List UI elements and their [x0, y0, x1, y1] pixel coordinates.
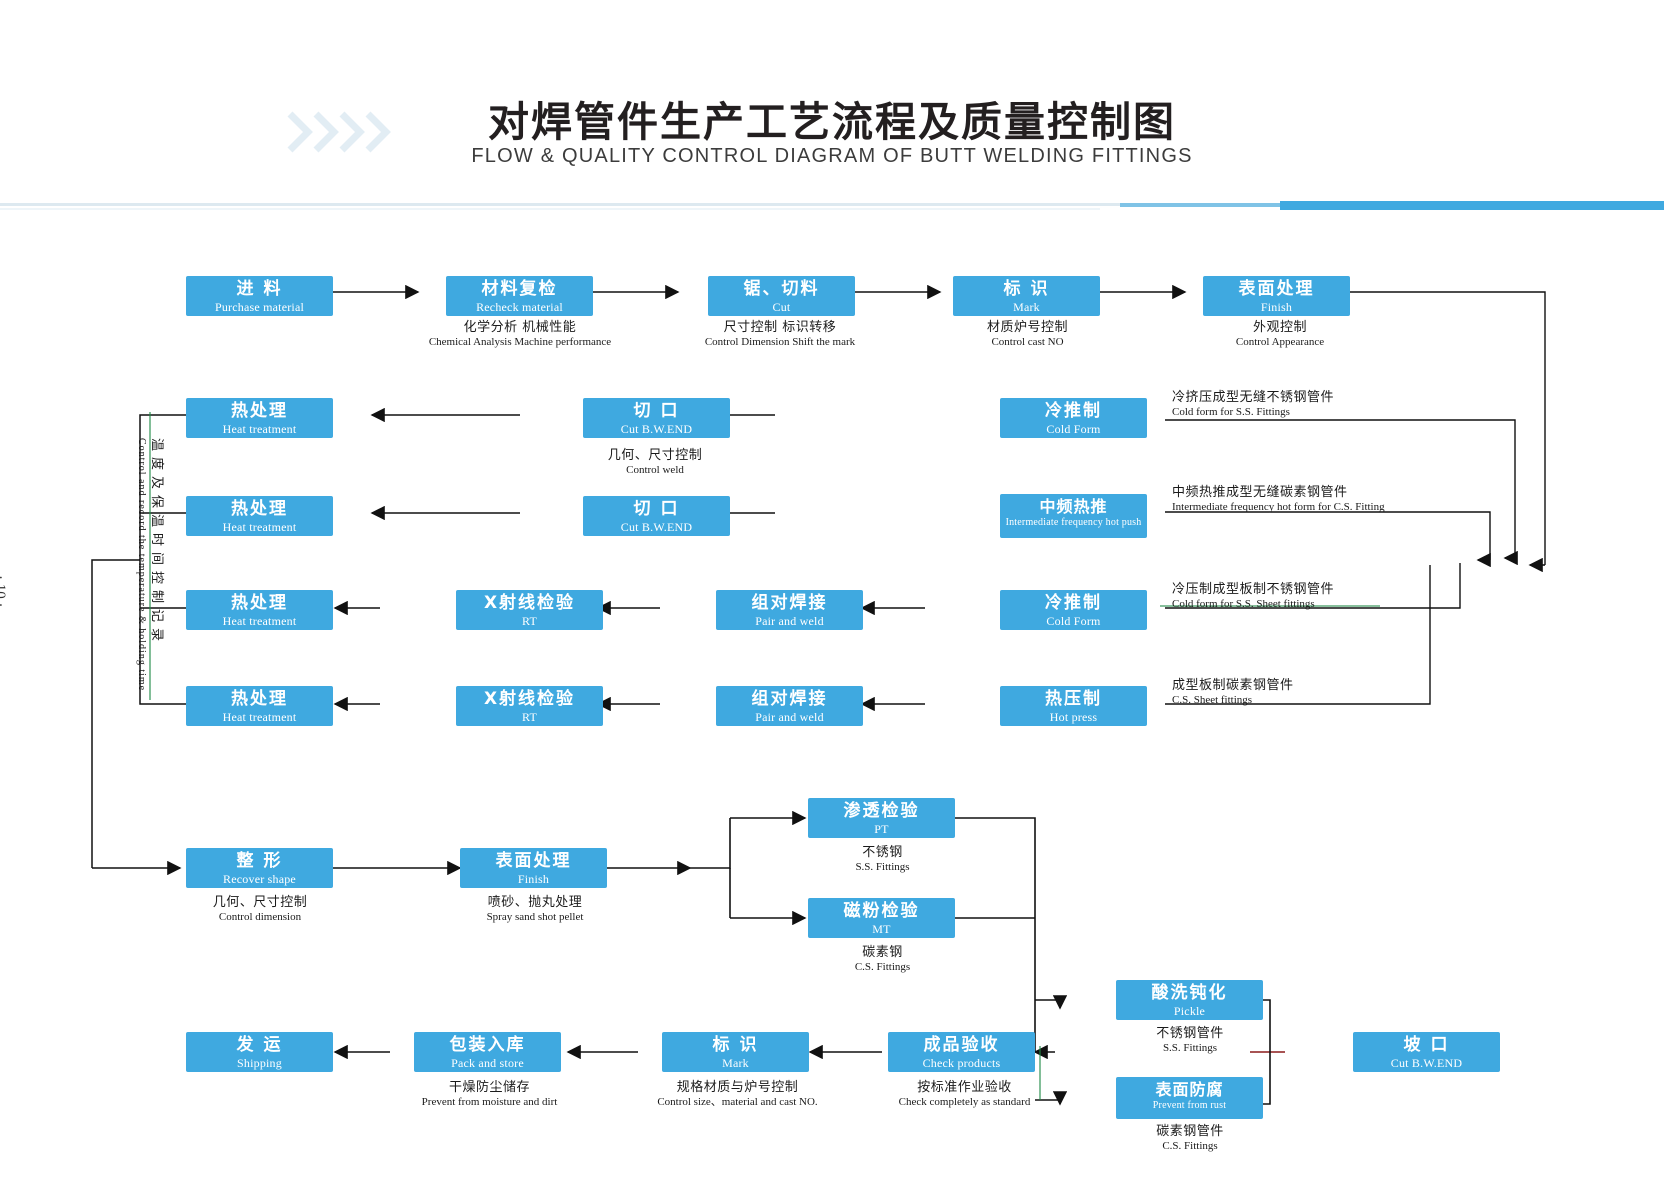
box-heat-treatment-2[interactable]: 热处理 Heat treatment: [186, 496, 333, 536]
caption-ss-fittings-pickle: 不锈钢管件 S.S. Fittings: [1156, 1026, 1224, 1055]
caption-cs-sheet-fittings: 成型板制碳素钢管件 C.S. Sheet fittings: [1172, 678, 1294, 707]
box-finish-top[interactable]: 表面处理 Finish: [1203, 276, 1350, 316]
box-heat-treatment-3[interactable]: 热处理 Heat treatment: [186, 590, 333, 630]
caption-cold-form-ss: 冷挤压成型无缝不锈钢管件 Cold form for S.S. Fittings: [1172, 390, 1335, 419]
box-pack-and-store[interactable]: 包装入库 Pack and store: [414, 1032, 561, 1072]
page-subtitle: FLOW & QUALITY CONTROL DIAGRAM OF BUTT W…: [471, 145, 1193, 167]
caption-spray-sand: 喷砂、抛丸处理 Spray sand shot pellet: [486, 895, 584, 924]
chevron-decoration: [286, 108, 406, 156]
box-rt-1[interactable]: X射线检验 RT: [456, 590, 603, 630]
box-bevel-cut[interactable]: 坡 口 Cut B.W.END: [1353, 1032, 1500, 1072]
caption-control-weld: 几何、尺寸控制 Control weld: [607, 448, 703, 477]
box-cut-bw-end-2[interactable]: 切 口 Cut B.W.END: [583, 496, 730, 536]
box-pt[interactable]: 渗透检验 PT: [808, 798, 955, 838]
box-cold-form-2[interactable]: 冷推制 Cold Form: [1000, 590, 1147, 630]
box-cut[interactable]: 锯、切料 Cut: [708, 276, 855, 316]
caption-cold-form-sheet: 冷压制成型板制不锈钢管件 Cold form for S.S. Sheet fi…: [1172, 582, 1335, 611]
caption-control-dimension-2: 几何、尺寸控制 Control dimension: [212, 895, 308, 924]
box-pair-and-weld-2[interactable]: 组对焊接 Pair and weld: [716, 686, 863, 726]
caption-cs-fittings-rust: 碳素钢管件 C.S. Fittings: [1156, 1124, 1224, 1153]
caption-chemical-analysis: 化学分析 机械性能 Chemical Analysis Machine perf…: [428, 320, 612, 349]
box-mark-top[interactable]: 标 识 Mark: [953, 276, 1100, 316]
caption-control-appearance: 外观控制 Control Appearance: [1235, 320, 1325, 349]
box-intermediate-frequency-hot-push[interactable]: 中频热推 Intermediate frequency hot push: [1000, 494, 1147, 538]
caption-control-cast-no: 材质炉号控制 Control cast NO: [986, 320, 1068, 349]
box-finish-bottom[interactable]: 表面处理 Finish: [460, 848, 607, 888]
box-cold-form-1[interactable]: 冷推制 Cold Form: [1000, 398, 1147, 438]
box-shipping[interactable]: 发 运 Shipping: [186, 1032, 333, 1072]
vertical-note-en: Control and record the temperature & hol…: [136, 438, 147, 692]
caption-cs-fittings-mt: 碳素钢 C.S. Fittings: [854, 945, 911, 974]
box-cut-bw-end-1[interactable]: 切 口 Cut B.W.END: [583, 398, 730, 438]
box-recheck-material[interactable]: 材料复检 Recheck material: [446, 276, 593, 316]
caption-control-dimension: 尺寸控制 标识转移 Control Dimension Shift the ma…: [704, 320, 856, 349]
box-mark-bottom[interactable]: 标 识 Mark: [662, 1032, 809, 1072]
box-prevent-from-rust[interactable]: 表面防腐 Prevent from rust: [1116, 1077, 1263, 1119]
box-mt[interactable]: 磁粉检验 MT: [808, 898, 955, 938]
box-recover-shape[interactable]: 整 形 Recover shape: [186, 848, 333, 888]
box-check-products[interactable]: 成品验收 Check products: [888, 1032, 1035, 1072]
caption-ss-fittings-pt: 不锈钢 S.S. Fittings: [855, 845, 910, 874]
box-pair-and-weld-1[interactable]: 组对焊接 Pair and weld: [716, 590, 863, 630]
box-hot-press[interactable]: 热压制 Hot press: [1000, 686, 1147, 726]
page-title: 对焊管件生产工艺流程及质量控制图: [488, 98, 1176, 146]
box-pickle[interactable]: 酸洗钝化 Pickle: [1116, 980, 1263, 1020]
caption-control-size-material: 规格材质与炉号控制 Control size、material and cast…: [657, 1080, 818, 1109]
box-purchase-material[interactable]: 进 料 Purchase material: [186, 276, 333, 316]
caption-prevent-moisture: 干燥防尘储存 Prevent from moisture and dirt: [421, 1080, 558, 1109]
header-rule: [0, 200, 1664, 214]
page-number: · 10 ·: [0, 575, 8, 608]
caption-intermediate-hot-form: 中频热推成型无缝碳素钢管件 Intermediate frequency hot…: [1172, 485, 1385, 514]
caption-check-as-standard: 按标准作业验收 Check completely as standard: [898, 1080, 1031, 1109]
box-heat-treatment-4[interactable]: 热处理 Heat treatment: [186, 686, 333, 726]
box-rt-2[interactable]: X射线检验 RT: [456, 686, 603, 726]
box-heat-treatment-1[interactable]: 热处理 Heat treatment: [186, 398, 333, 438]
